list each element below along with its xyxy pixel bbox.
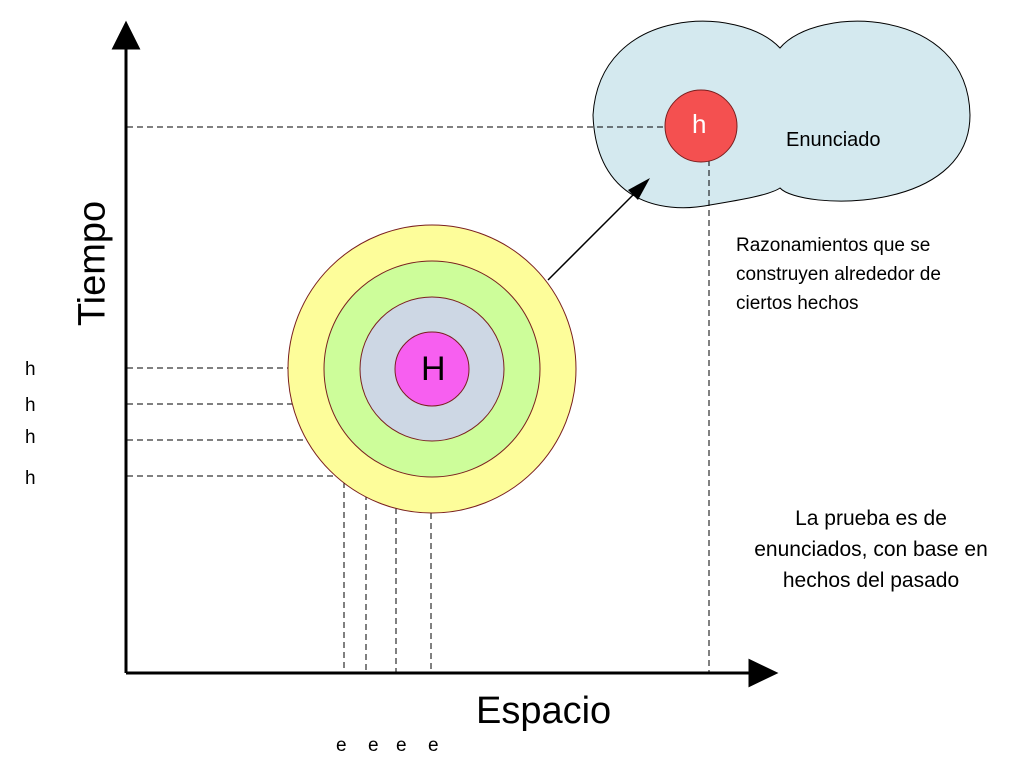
- projection-arrow: [547, 178, 650, 281]
- y-tick-label: h: [25, 359, 36, 380]
- y-tick-label: h: [25, 427, 36, 448]
- proof-note: La prueba es de enunciados, con base en …: [754, 507, 988, 592]
- x-axis-arrowhead: [748, 658, 779, 688]
- x-tick-label: e: [396, 735, 407, 756]
- y-tick-label: h: [25, 468, 36, 489]
- y-axis-title: Tiempo: [71, 200, 114, 327]
- cloud-title: Enunciado: [786, 129, 881, 151]
- y-tick-label: h: [25, 395, 36, 416]
- enunciado-cloud: [592, 20, 971, 209]
- fact-node-label: h: [692, 109, 707, 139]
- arrow-head: [628, 178, 650, 200]
- concentric-circles: [287, 224, 577, 514]
- x-axis-title: Espacio: [476, 690, 612, 732]
- hypothesis-label: H: [421, 350, 446, 388]
- x-tick-label: e: [368, 735, 379, 756]
- axes: [111, 20, 779, 688]
- x-tick-label: e: [428, 735, 439, 756]
- reasoning-note: Razonamientos que se construyen alrededo…: [736, 235, 941, 314]
- core-circle: [394, 331, 470, 407]
- arrow-line: [547, 191, 637, 281]
- cloud-shape: [592, 20, 971, 209]
- fact-node: [664, 89, 738, 163]
- y-axis-arrowhead: [111, 20, 141, 50]
- x-tick-label: e: [336, 735, 347, 756]
- dashed-guides: [127, 126, 710, 672]
